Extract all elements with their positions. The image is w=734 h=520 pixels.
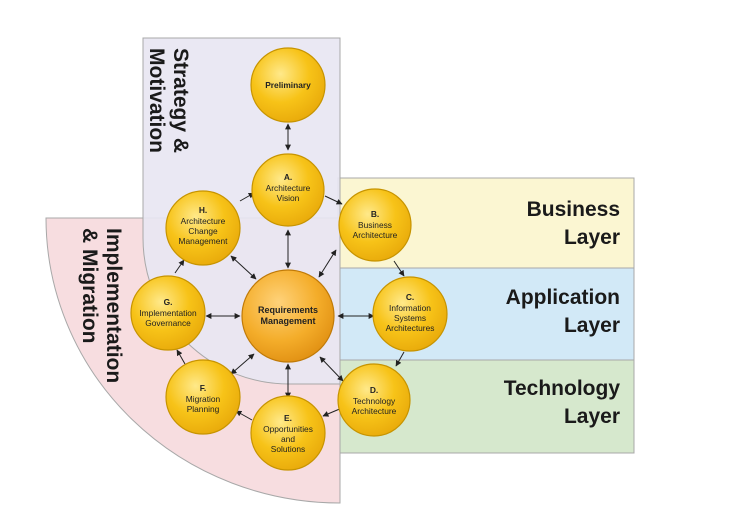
arrow-center-b bbox=[318, 249, 337, 278]
phase-node-h: H. Architecture Change Management bbox=[165, 190, 241, 266]
phase-node-c: C. Information Systems Architectures bbox=[372, 276, 448, 352]
svg-text:Governance: Governance bbox=[145, 318, 191, 328]
svg-text:H.: H. bbox=[199, 205, 207, 215]
svg-text:Preliminary: Preliminary bbox=[265, 80, 311, 90]
svg-text:Opportunities: Opportunities bbox=[263, 424, 313, 434]
strategy-motivation-label: Strategy & Motivation bbox=[145, 48, 192, 153]
requirements-management-node: Requirements Management bbox=[241, 269, 335, 363]
svg-text:Implementation: Implementation bbox=[102, 228, 125, 383]
svg-text:Motivation: Motivation bbox=[145, 48, 168, 153]
svg-text:Implementation: Implementation bbox=[139, 308, 197, 318]
svg-text:Requirements: Requirements bbox=[258, 305, 318, 315]
svg-text:Vision: Vision bbox=[277, 193, 300, 203]
svg-text:Management: Management bbox=[179, 236, 229, 246]
phase-node-b: B. Business Architecture bbox=[338, 188, 412, 262]
svg-text:Technology: Technology bbox=[353, 396, 396, 406]
arrow-g-h bbox=[174, 259, 185, 274]
svg-text:Business: Business bbox=[358, 220, 392, 230]
arrow-a-b bbox=[324, 195, 343, 205]
svg-text:Layer: Layer bbox=[564, 405, 620, 428]
svg-text:G.: G. bbox=[164, 297, 173, 307]
arrow-center-f bbox=[230, 353, 255, 375]
svg-text:Architectures: Architectures bbox=[386, 323, 435, 333]
arrow-center-d bbox=[319, 356, 344, 382]
svg-text:Architecture: Architecture bbox=[266, 183, 311, 193]
svg-text:Planning: Planning bbox=[187, 404, 220, 414]
svg-text:Architecture: Architecture bbox=[352, 406, 397, 416]
technology-layer-label: Technology Layer bbox=[504, 377, 621, 428]
phase-node-e: E. Opportunities and Solutions bbox=[250, 395, 326, 471]
application-layer-label: Application Layer bbox=[506, 286, 620, 337]
svg-text:and: and bbox=[281, 434, 295, 444]
svg-text:Business: Business bbox=[527, 198, 620, 221]
implementation-migration-label: Implementation & Migration bbox=[78, 228, 125, 383]
svg-text:Layer: Layer bbox=[564, 226, 620, 249]
svg-text:D.: D. bbox=[370, 385, 378, 395]
arrow-b-c bbox=[393, 260, 405, 277]
svg-text:Migration: Migration bbox=[186, 394, 221, 404]
svg-text:Architecture: Architecture bbox=[181, 216, 226, 226]
svg-text:Strategy &: Strategy & bbox=[169, 48, 192, 153]
phase-node-preliminary: Preliminary bbox=[250, 47, 326, 123]
svg-text:Layer: Layer bbox=[564, 314, 620, 337]
arrow-f-g bbox=[176, 349, 186, 365]
svg-text:Change: Change bbox=[188, 226, 218, 236]
arrow-e-f bbox=[235, 410, 253, 421]
svg-text:Architecture: Architecture bbox=[353, 230, 398, 240]
business-layer-label: Business Layer bbox=[527, 198, 620, 249]
arrow-c-d bbox=[395, 351, 405, 367]
svg-text:F.: F. bbox=[200, 383, 207, 393]
svg-text:B.: B. bbox=[371, 209, 379, 219]
svg-text:Application: Application bbox=[506, 286, 620, 309]
phase-node-d: D. Technology Architecture bbox=[337, 363, 411, 437]
phase-node-f: F. Migration Planning bbox=[165, 359, 241, 435]
phase-node-a: A. Architecture Vision bbox=[251, 153, 325, 227]
svg-text:Systems: Systems bbox=[394, 313, 426, 323]
svg-text:C.: C. bbox=[406, 292, 414, 302]
svg-text:A.: A. bbox=[284, 172, 292, 182]
svg-text:Solutions: Solutions bbox=[271, 444, 305, 454]
phase-arrows bbox=[174, 123, 405, 421]
svg-text:E.: E. bbox=[284, 413, 292, 423]
svg-text:& Migration: & Migration bbox=[78, 228, 101, 344]
phase-node-g: G. Implementation Governance bbox=[130, 275, 206, 351]
svg-text:Management: Management bbox=[260, 316, 315, 326]
arrow-center-h bbox=[230, 255, 257, 280]
svg-text:Information: Information bbox=[389, 303, 431, 313]
svg-text:Technology: Technology bbox=[504, 377, 621, 400]
